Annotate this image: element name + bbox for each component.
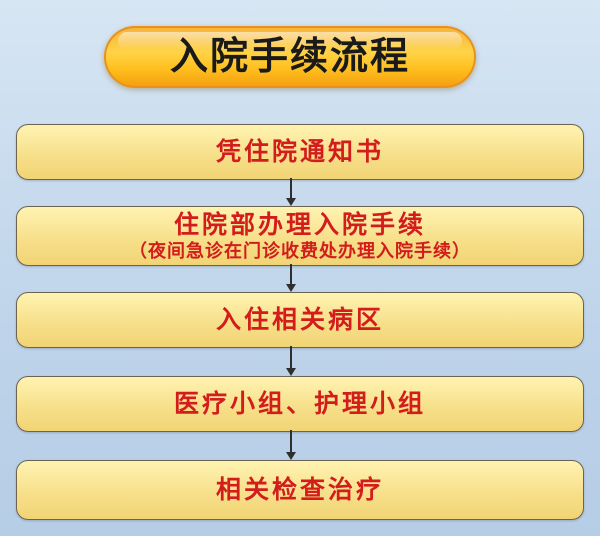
flow-step-3: 入住相关病区 [16, 292, 584, 348]
flow-step-5: 相关检查治疗 [16, 460, 584, 520]
flow-arrow-1 [286, 178, 296, 206]
flow-arrow-4 [286, 430, 296, 460]
page-title: 入院手续流程 [169, 34, 410, 78]
flow-arrow-3 [286, 346, 296, 376]
flow-step-4-label: 医疗小组、护理小组 [173, 389, 426, 418]
flow-step-2-label: 住院部办理入院手续 [173, 209, 426, 239]
flow-step-3-label: 入住相关病区 [215, 305, 384, 334]
flow-step-2: 住院部办理入院手续 （夜间急诊在门诊收费处办理入院手续） [16, 206, 584, 266]
title-banner: 入院手续流程 [104, 26, 476, 88]
flow-step-1-label: 凭住院通知书 [215, 137, 384, 166]
flow-arrow-2 [286, 264, 296, 292]
flow-step-5-label: 相关检查治疗 [215, 475, 384, 504]
flow-step-2-note: （夜间急诊在门诊收费处办理入院手续） [129, 240, 471, 262]
flow-step-1: 凭住院通知书 [16, 124, 584, 180]
flow-step-4: 医疗小组、护理小组 [16, 376, 584, 432]
